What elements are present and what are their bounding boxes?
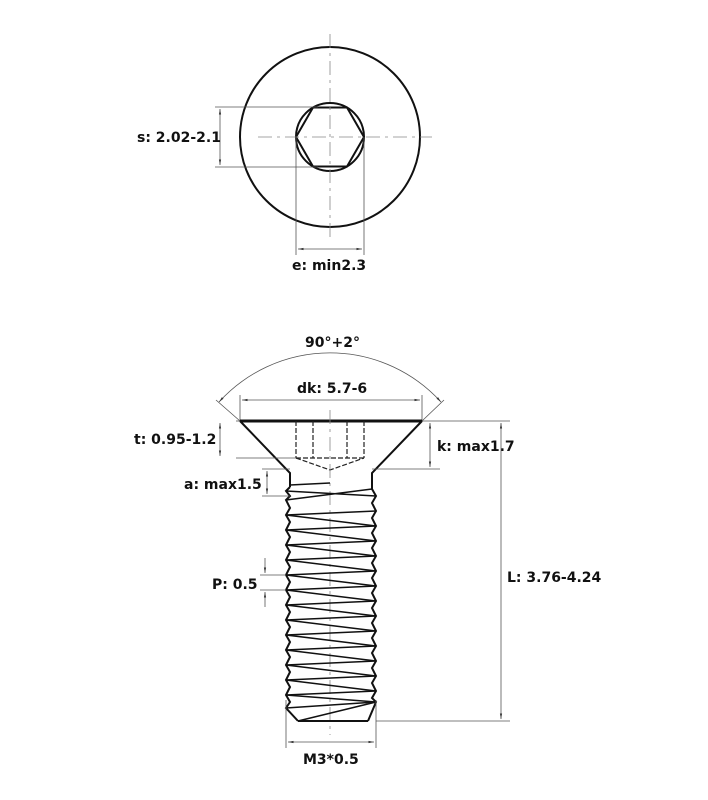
thread xyxy=(284,482,378,722)
e-label: e: min2.3 xyxy=(292,258,366,274)
s-label: s: 2.02-2.1 xyxy=(137,130,221,146)
l-label: L: 3.76-4.24 xyxy=(507,570,602,586)
thread-right-profile xyxy=(367,488,378,722)
thread-crests xyxy=(285,482,377,722)
head-left-flank xyxy=(239,420,291,487)
angle-arc xyxy=(218,352,442,403)
t-label: t: 0.95-1.2 xyxy=(134,432,216,448)
angle-extension-left xyxy=(215,399,241,422)
a-label: a: max1.5 xyxy=(184,477,262,493)
angle-label: 90°+2° xyxy=(305,335,360,351)
angle-extension-right xyxy=(421,399,445,422)
top-view: s: 2.02-2.1 e: min2.3 xyxy=(137,34,432,274)
p-label: P: 0.5 xyxy=(212,577,258,593)
dk-label: dk: 5.7-6 xyxy=(297,381,367,397)
thread-label: M3*0.5 xyxy=(303,752,359,768)
side-view: 90°+2° dk: 5.7-6 xyxy=(134,335,602,768)
k-label: k: max1.7 xyxy=(437,439,515,455)
head-right-flank xyxy=(371,420,423,489)
thread-left-profile xyxy=(284,486,299,722)
